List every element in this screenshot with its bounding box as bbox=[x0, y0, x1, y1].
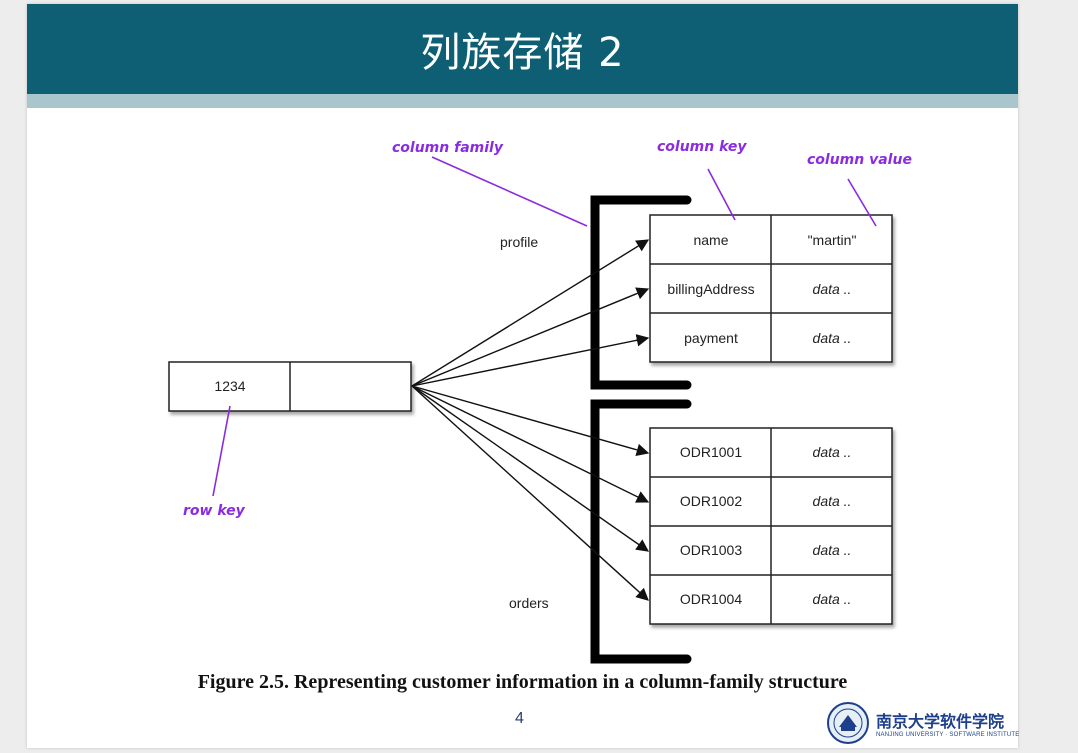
column-value-annotation: column value bbox=[807, 152, 912, 168]
figure-caption: Figure 2.5. Representing customer inform… bbox=[197, 671, 848, 693]
annotation-pointers bbox=[212, 156, 877, 497]
profile-column-key: billingAddress bbox=[667, 281, 754, 297]
profile-column-key: name bbox=[693, 232, 728, 248]
column-family-diagram: 1234 name "martin" billingAddress data .… bbox=[168, 139, 912, 664]
orders-family-label: orders bbox=[509, 595, 549, 611]
title-divider bbox=[27, 94, 1018, 108]
title-bar: 列族存储 2 bbox=[27, 4, 1018, 94]
orders-bracket bbox=[590, 399, 692, 664]
slide: 列族存储 2 1234 name "martin" bi bbox=[27, 4, 1019, 748]
slide-title: 列族存储 2 bbox=[420, 30, 625, 76]
orders-column-key: ODR1001 bbox=[680, 444, 742, 460]
orders-table bbox=[649, 427, 893, 625]
orders-column-key: ODR1004 bbox=[680, 591, 742, 607]
orders-column-key: ODR1003 bbox=[680, 542, 742, 558]
row-to-column-arrows bbox=[411, 239, 650, 601]
profile-family-label: profile bbox=[500, 234, 538, 250]
profile-column-key: payment bbox=[684, 330, 738, 346]
profile-table bbox=[649, 214, 893, 363]
orders-column-value: data .. bbox=[813, 591, 852, 607]
row-key-box bbox=[168, 361, 412, 412]
profile-column-value: data .. bbox=[813, 281, 852, 297]
column-family-annotation: column family bbox=[392, 140, 504, 156]
logo-chinese-text: 南京大学软件学院 bbox=[876, 712, 1005, 731]
university-logo: 南京大学软件学院 NANJING UNIVERSITY · SOFTWARE I… bbox=[824, 700, 1019, 746]
profile-bracket bbox=[590, 195, 692, 390]
profile-column-value: data .. bbox=[813, 330, 852, 346]
orders-column-key: ODR1002 bbox=[680, 493, 742, 509]
orders-column-value: data .. bbox=[813, 493, 852, 509]
university-seal-icon bbox=[827, 702, 869, 744]
orders-column-value: data .. bbox=[813, 444, 852, 460]
orders-column-value: data .. bbox=[813, 542, 852, 558]
page-number: 4 bbox=[515, 710, 524, 727]
logo-english-text: NANJING UNIVERSITY · SOFTWARE INSTITUTE bbox=[876, 732, 1020, 738]
row-key-annotation: row key bbox=[183, 503, 246, 519]
row-key-value: 1234 bbox=[214, 378, 245, 394]
profile-column-value: "martin" bbox=[808, 232, 857, 248]
column-key-annotation: column key bbox=[657, 139, 747, 155]
